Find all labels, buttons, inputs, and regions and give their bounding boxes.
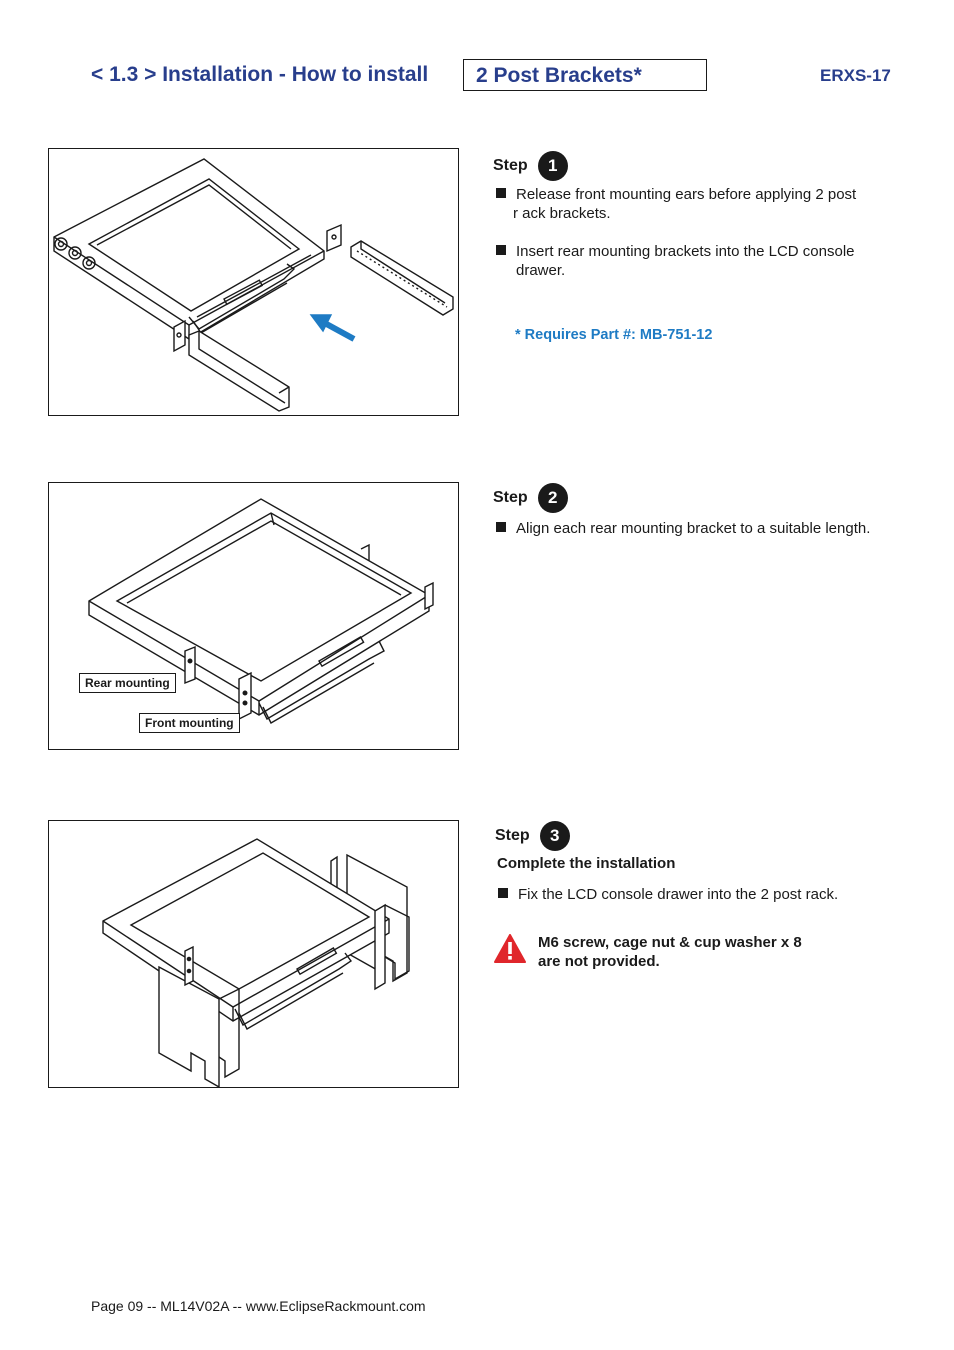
step-3-number: 3: [539, 821, 570, 851]
boxed-title: 2 Post Brackets*: [476, 64, 642, 87]
page-footer: Page 09 -- ML14V02A -- www.EclipseRackmo…: [91, 1298, 426, 1314]
warning-text: M6 screw, cage nut & cup washer x 8 are …: [538, 934, 802, 970]
rear-mounting-callout: Rear mounting: [79, 673, 176, 693]
step-3-heading: Step 3: [495, 821, 570, 851]
bullet-square-icon: [496, 522, 506, 532]
warning-icon: [494, 934, 526, 963]
step-3-subheading: Complete the installation: [497, 855, 676, 872]
model-number: ERXS-17: [820, 66, 891, 85]
bullet-square-icon: [496, 188, 506, 198]
step-1-number: 1: [537, 151, 568, 181]
bullet-square-icon: [498, 888, 508, 898]
step-2-label: Step: [493, 489, 528, 506]
step-1-heading: Step 1: [493, 151, 568, 181]
section-title: < 1.3 > Installation - How to install: [91, 63, 429, 86]
section-title-box: 2 Post Brackets*: [463, 59, 707, 91]
step-3-bullet-1: Fix the LCD console drawer into the 2 po…: [498, 885, 838, 904]
step-1-bullet-2: Insert rear mounting brackets into the L…: [496, 242, 855, 280]
step-2-figure: [48, 482, 459, 750]
step-1-label: Step: [493, 157, 528, 174]
bullet-square-icon: [496, 245, 506, 255]
step-2-bullet-1: Align each rear mounting bracket to a su…: [496, 519, 870, 538]
step-2-heading: Step 2: [493, 483, 568, 513]
step-1-figure: [48, 148, 459, 416]
front-mounting-callout: Front mounting: [139, 713, 240, 733]
step-1-bullet-1: Release front mounting ears before apply…: [496, 185, 856, 223]
arrow-icon: [309, 314, 356, 342]
step-2-number: 2: [537, 483, 568, 513]
step-3-label: Step: [495, 827, 530, 844]
required-part-note: * Requires Part #: MB-751-12: [515, 327, 713, 343]
step-3-figure: [48, 820, 459, 1088]
